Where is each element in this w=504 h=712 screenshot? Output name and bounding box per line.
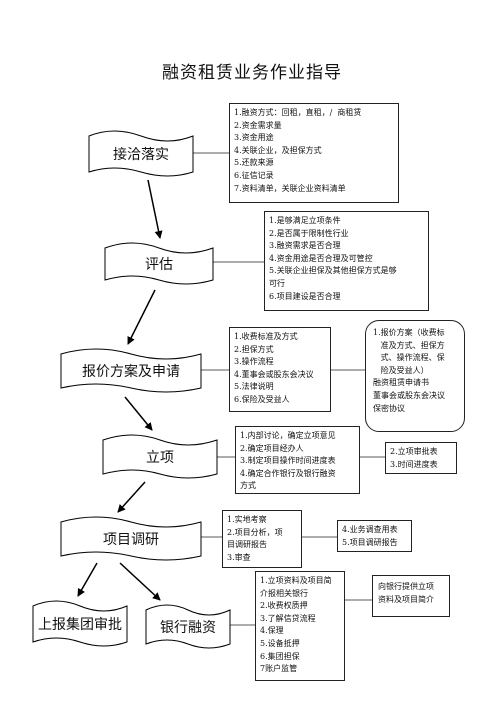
note-n2-line-4: 4.资金用途是否合理及可管控 (269, 253, 373, 263)
note-n1-line-7: 7.资料清单，关联企业资料清单 (234, 183, 346, 193)
note-n8-line-1: 4.业务调查用表 (342, 525, 398, 534)
note-n4-line-5: 融资租赁申请书 (373, 378, 429, 388)
note-n9-line-6: 5.设备抵押 (260, 638, 300, 648)
banner-shape (104, 242, 214, 285)
note-n3-line-2: 2.担保方式 (234, 344, 274, 354)
note-n1-line-2: 2.资金需求量 (234, 120, 282, 130)
note-n3: 1.收费标准及方式 2.担保方式 3.操作流程 4.董事会或股东会决议 5.法律… (229, 327, 331, 412)
stage-label-7: 银行融资 (160, 620, 216, 636)
note-n3-line-1: 1.收费标准及方式 (234, 332, 298, 341)
note-n7-line-1: 1.实地考察 (227, 515, 267, 524)
arrow-5 (77, 562, 98, 597)
note-n6-line-1: 2.立项审批表 (390, 447, 438, 456)
stage-label-1: 接洽落实 (113, 147, 169, 163)
note-n4-line-6: 董事会或股东会决议 (373, 390, 445, 400)
note-n4: 1.报价方案（收费标 准及方式、担保方 式、操作流程、保 险及受益人） 融资租赁… (365, 320, 465, 432)
note-n1-line-6: 6.征信记录 (234, 170, 274, 180)
note-n2-line-3: 3.融资需求是否合理 (269, 241, 341, 251)
stage-banner-5: 项目调研 (60, 514, 202, 564)
note-n4-line-1: 1.报价方案（收费标 (373, 328, 445, 337)
note-n9-line-8: 7账户监管 (260, 664, 298, 674)
arrow-6 (119, 562, 161, 601)
note-n5-line-5: 方式 (240, 481, 256, 491)
note-n7-line-3: 目调研报告 (227, 540, 267, 550)
note-n5-line-3: 3.制定项目操作时间进度表 (240, 456, 336, 466)
note-n5-line-4: 4.确定合作银行及银行融资 (240, 468, 336, 478)
page-title: 融资租赁业务作业指导 (162, 63, 342, 83)
note-n3-line-5: 5.法律说明 (234, 382, 274, 392)
note-n3-line-4: 4.董事会或股东会决议 (234, 369, 314, 379)
stage-label-3: 报价方案及申请 (82, 364, 180, 380)
note-n9-line-3: 2.收费权质押 (260, 601, 308, 611)
note-n9-line-2: 介报相关银行 (260, 588, 308, 598)
note-n3-line-6: 6.保险及受益人 (234, 394, 290, 404)
note-n3-line-3: 3.操作流程 (234, 357, 274, 367)
note-n1-line-5: 5.还款来源 (234, 158, 274, 168)
note-n10-line-2: 资料及项目简介 (378, 594, 434, 604)
note-n2-line-2: 2.是否属于限制性行业 (269, 228, 349, 238)
note-n9-line-4: 3.了解信贷流程 (260, 613, 316, 623)
stage-label-5: 项目调研 (103, 532, 159, 548)
note-n4-line-2: 准及方式、担保方 (373, 340, 445, 350)
arrow-3 (124, 396, 153, 431)
note-n9-line-1: 1.立项资料及项目简 (260, 576, 332, 585)
note-n7: 1.实地考察 2.项目分析，项 目调研报告 3.审查 (222, 510, 302, 568)
note-n8: 4.业务调查用表 5.项目调研报告 (337, 520, 412, 552)
banner-shape (145, 604, 231, 649)
stage-banner-1: 接洽落实 (88, 128, 194, 180)
stage-label-6: 上报集团审批 (38, 617, 122, 633)
note-n9-line-5: 4.保理 (260, 626, 284, 636)
note-n5-line-1: 1.内部讨论，确定立项意见 (240, 431, 336, 440)
note-n4-line-7: 保密协议 (373, 403, 405, 413)
arrow-4 (117, 481, 146, 513)
stage-banner-7: 银行融资 (145, 602, 231, 652)
banner-shape (32, 600, 128, 647)
note-n7-line-4: 3.审查 (227, 552, 251, 562)
stage-banner-2: 评估 (104, 240, 214, 288)
arrow-2 (127, 289, 156, 345)
note-n1-line-3: 3.资金用途 (234, 133, 274, 143)
note-n1: 1.融资方式：回租，直租，/ 商租赁 2.资金需求量 3.资金用途 4.关联企业… (229, 103, 399, 203)
note-n1-line-4: 4.关联企业，及担保方式 (234, 145, 322, 155)
note-n10-line-1: 向银行提供立项 (378, 582, 434, 591)
note-n2: 1.是够满足立项条件 2.是否属于限制性行业 3.融资需求是否合理 4.资金用途… (264, 211, 429, 311)
note-n8-line-2: 5.项目调研报告 (342, 537, 398, 547)
stage-label-2: 评估 (145, 257, 173, 273)
stage-banner-6: 上报集团审批 (32, 598, 128, 650)
arrow-1 (147, 179, 163, 239)
note-n6-line-2: 3.时间进度表 (390, 459, 438, 469)
note-n2-line-7: 6.项目建设是否合理 (269, 291, 341, 301)
note-n2-line-5: 5.关联企业担保及其他担保方式是够 (269, 266, 397, 276)
stage-banner-4: 立项 (102, 432, 218, 482)
note-n7-line-2: 2.项目分析，项 (227, 527, 283, 537)
note-n9-line-7: 6.集团担保 (260, 651, 300, 661)
note-n5: 1.内部讨论，确定立项意见 2.确定项目经办人 3.制定项目操作时间进度表 4.… (235, 426, 360, 494)
note-n2-line-6: 可行 (269, 278, 285, 288)
note-n5-line-2: 2.确定项目经办人 (240, 443, 304, 453)
stage-label-4: 立项 (146, 450, 174, 466)
note-n2-line-1: 1.是够满足立项条件 (269, 216, 341, 225)
banner-shape (102, 434, 218, 479)
note-n4-line-4: 险及受益人） (373, 365, 429, 375)
note-n6: 2.立项审批表 3.时间进度表 (385, 442, 457, 474)
banner-shape (88, 130, 194, 177)
note-n1-line-1: 1.融资方式：回租，直租，/ 商租赁 (234, 108, 362, 117)
banner-shape (60, 516, 202, 561)
note-n9: 1.立项资料及项目简 介报相关银行 2.收费权质押 3.了解信贷流程 4.保理 … (255, 571, 345, 681)
note-n4-line-3: 式、操作流程、保 (373, 353, 445, 363)
note-n10: 向银行提供立项 资料及项目简介 (372, 575, 450, 617)
banner-shape (60, 348, 202, 393)
stage-banner-3: 报价方案及申请 (60, 346, 202, 396)
